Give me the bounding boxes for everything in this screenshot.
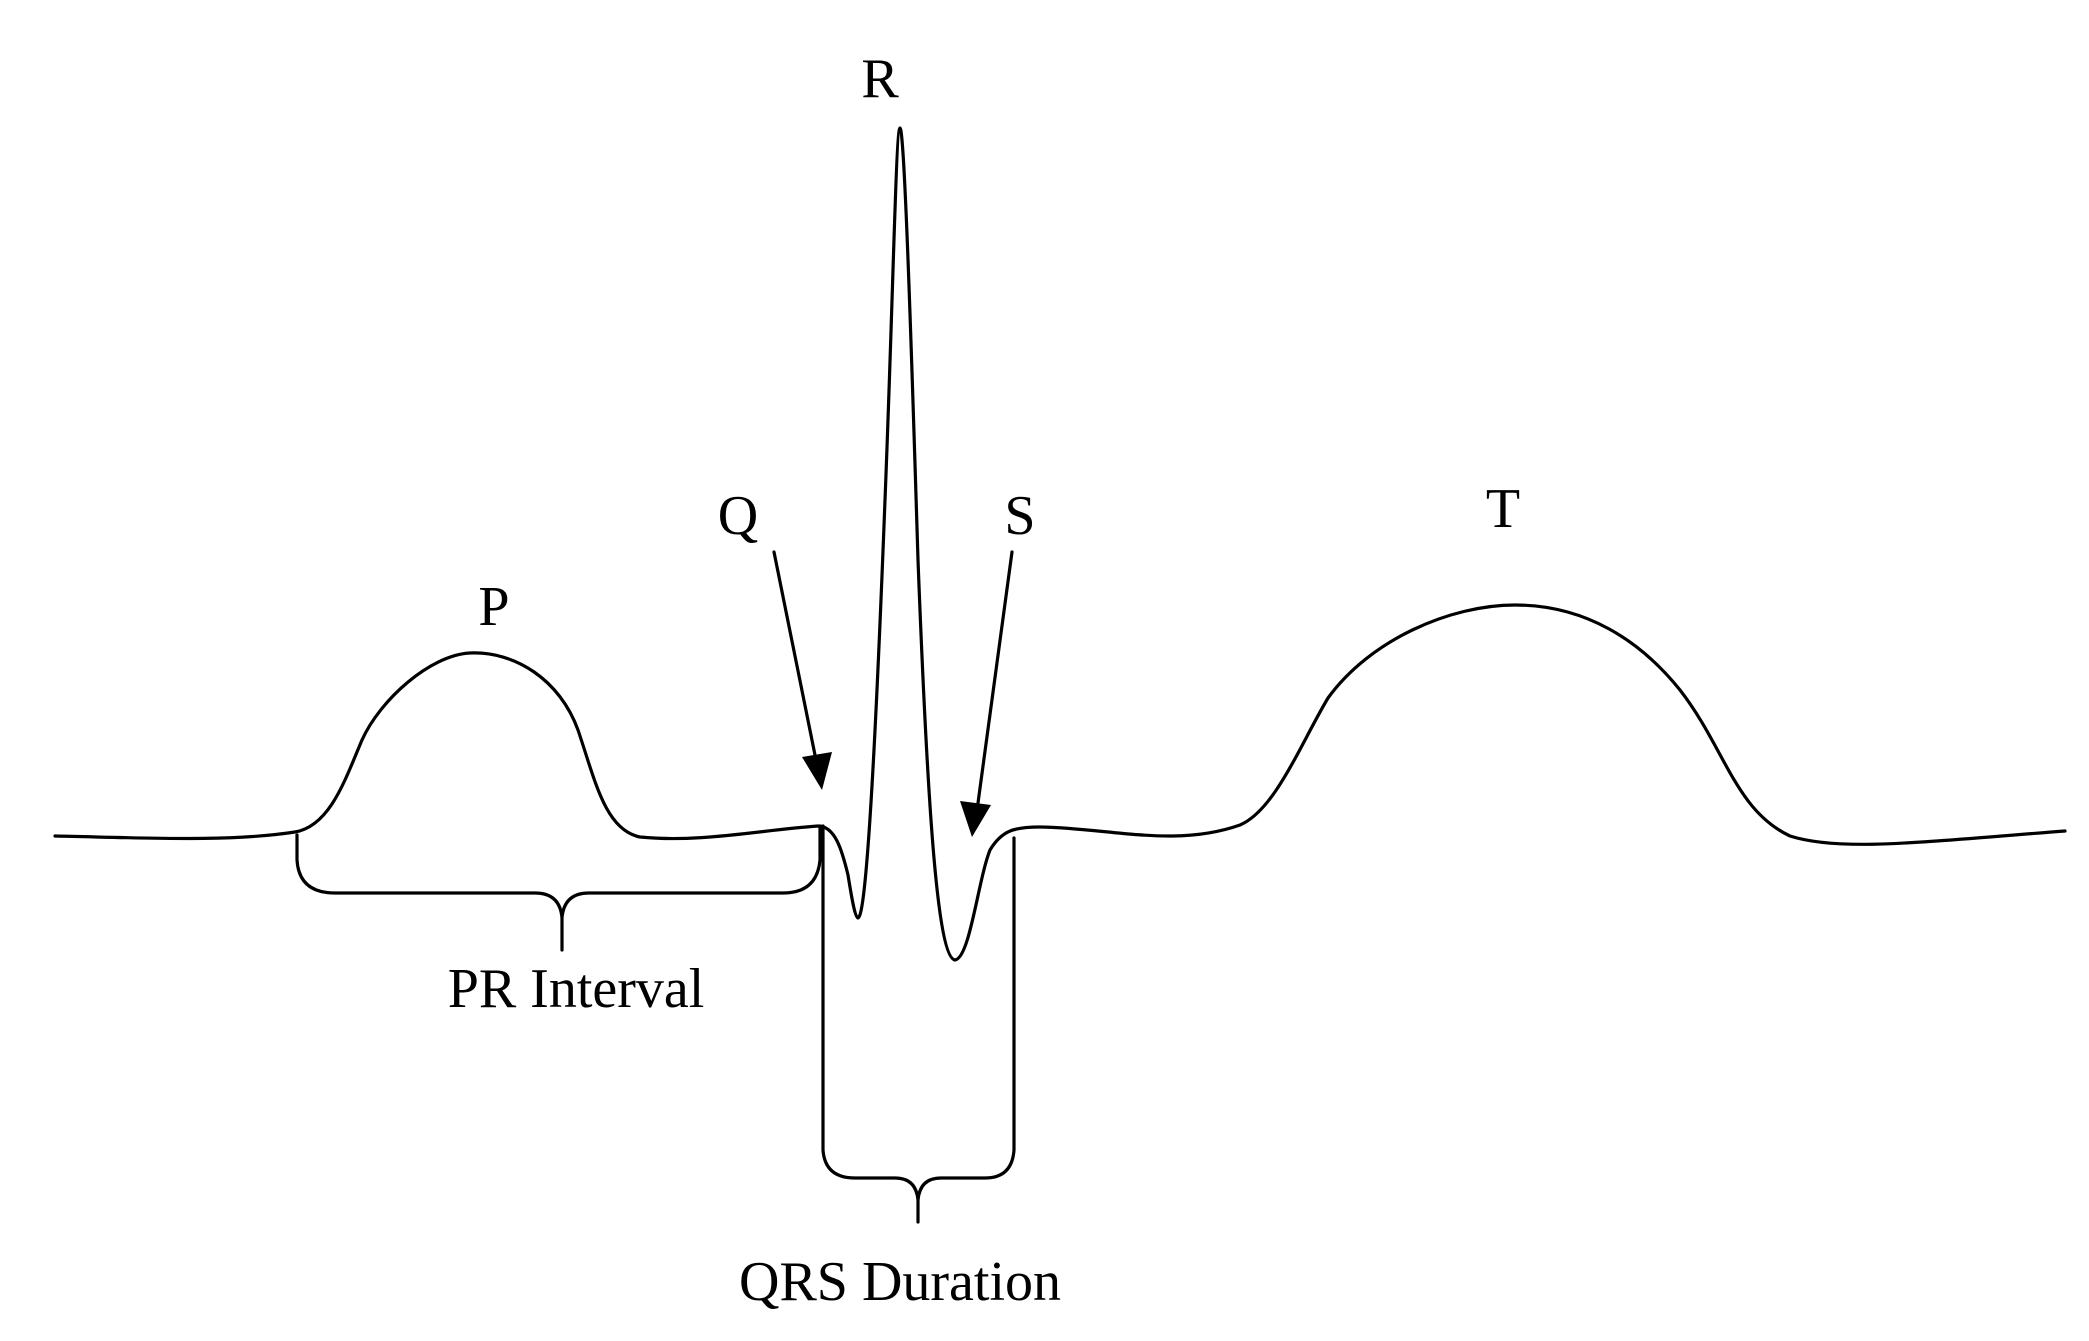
label-p: P <box>478 576 509 638</box>
q-arrow-head <box>802 752 832 790</box>
label-s: S <box>1004 485 1035 547</box>
pr-interval-bracket <box>295 824 822 952</box>
qrs-duration-bracket <box>821 824 1016 1224</box>
label-qrs-duration: QRS Duration <box>739 1251 1061 1313</box>
s-arrow-head <box>960 801 991 837</box>
label-t: T <box>1486 478 1520 540</box>
q-arrow-shaft <box>772 550 818 762</box>
label-q: Q <box>718 485 758 547</box>
label-r: R <box>861 48 899 110</box>
s-arrow-shaft <box>976 550 1014 805</box>
ecg-trace <box>53 126 2067 962</box>
label-pr-interval: PR Interval <box>448 958 705 1020</box>
